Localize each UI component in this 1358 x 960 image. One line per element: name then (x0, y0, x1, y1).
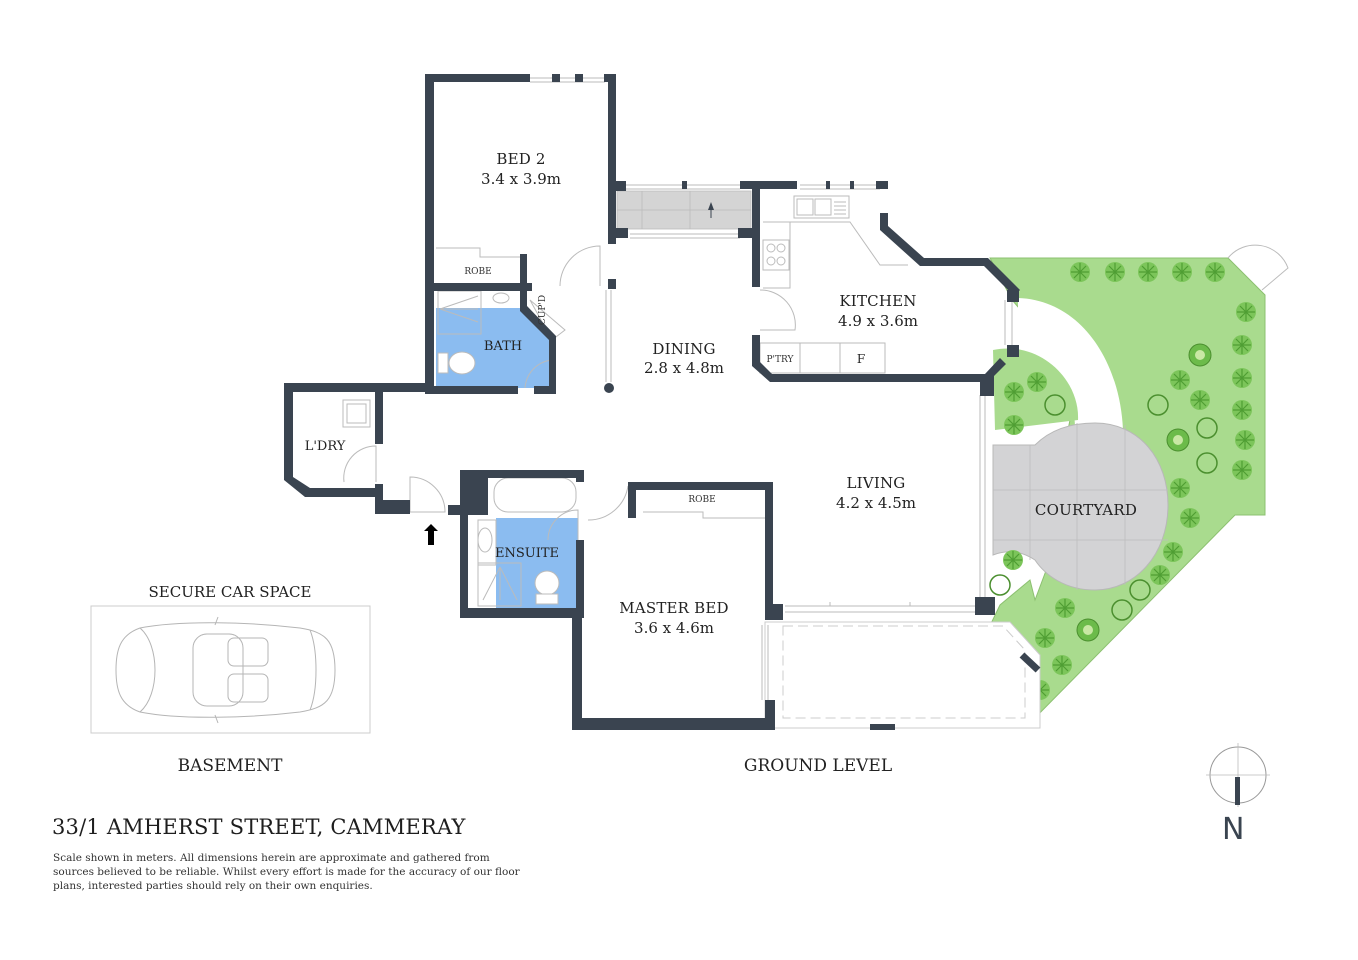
kitchen-name: KITCHEN (839, 292, 916, 310)
master-dims: 3.6 x 4.6m (634, 619, 714, 637)
garden (982, 244, 1289, 729)
bed2-dims: 3.4 x 3.9m (481, 170, 561, 188)
bed2-name: BED 2 (496, 150, 545, 168)
car-space-label: SECURE CAR SPACE (149, 583, 312, 601)
living-dims: 4.2 x 4.5m (836, 494, 916, 512)
disclaimer-text: Scale shown in meters. All dimensions he… (53, 852, 520, 892)
courtyard-label: COURTYARD (1035, 501, 1137, 519)
ground-level-label: GROUND LEVEL (744, 756, 892, 776)
room-labels: BED 2 3.4 x 3.9m ROBE CUP'D BATH DINING … (149, 150, 1137, 776)
patio (764, 621, 1041, 730)
dining-name: DINING (652, 340, 715, 358)
laundry-label: L'DRY (305, 439, 346, 454)
entry-arrow-icon (424, 524, 438, 545)
walls (284, 74, 1020, 730)
living-name: LIVING (847, 474, 906, 492)
ensuite-label: ENSUITE (495, 546, 559, 561)
bath-label: BATH (484, 339, 522, 354)
fridge-label: F (857, 352, 865, 366)
master-name: MASTER BED (619, 599, 728, 617)
property-address: 33/1 AMHERST STREET, CAMMERAY (52, 815, 466, 839)
stairs (616, 190, 752, 230)
dining-dims: 2.8 x 4.8m (644, 359, 724, 377)
pantry-label: P'TRY (767, 355, 795, 365)
north-arrow-icon (1206, 743, 1270, 807)
fixtures (342, 77, 1013, 700)
robe2-label: ROBE (688, 495, 715, 505)
car-space (90, 605, 371, 734)
car-icon (115, 616, 336, 724)
basement-label: BASEMENT (178, 756, 284, 776)
cupd-label: CUP'D (538, 295, 548, 325)
north-label: N (1222, 812, 1245, 847)
robe1-label: ROBE (464, 267, 491, 277)
kitchen-dims: 4.9 x 3.6m (838, 312, 918, 330)
